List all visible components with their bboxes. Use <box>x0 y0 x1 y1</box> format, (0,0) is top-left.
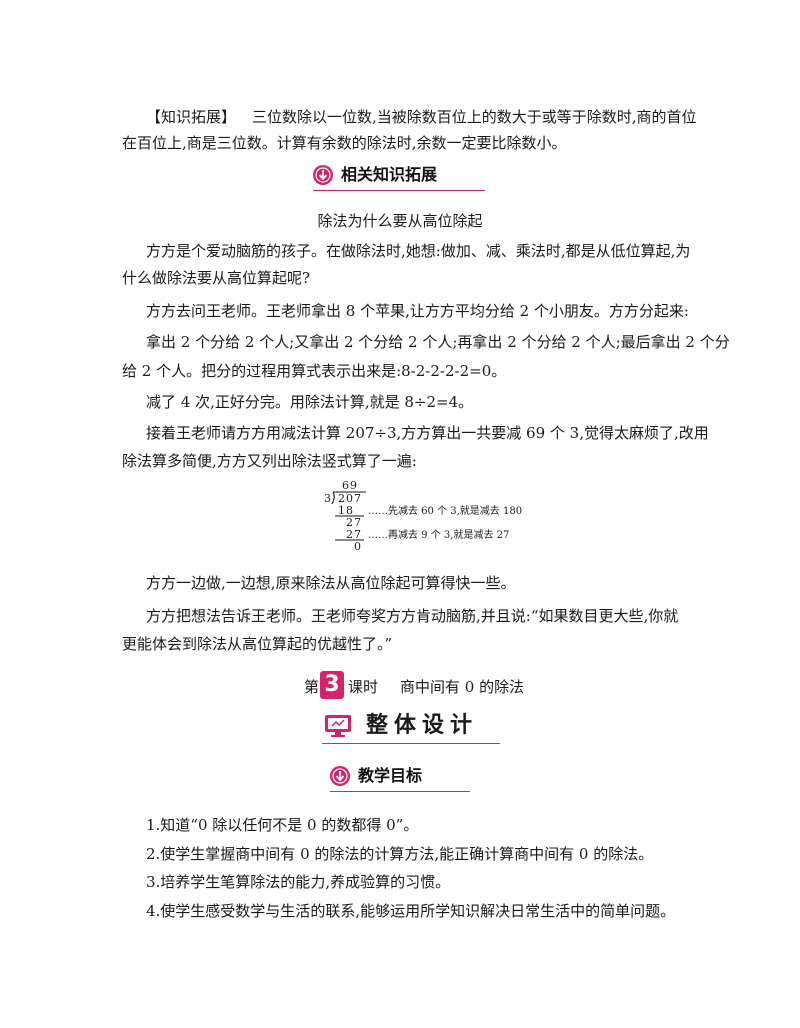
overall-design-heading: 整体设计 <box>322 710 500 744</box>
monitor-icon <box>325 715 351 737</box>
story-p6: 方方一边做,一边想,原来除法从高位除起可算得快一些。 <box>146 574 516 592</box>
goal-item-4: 4.使学生感受数学与生活的联系,能够运用所学知识解决日常生活中的简单问题。 <box>146 902 676 920</box>
long-division: 69 3 207 18 ……先减去 60 个 3,就是减去 180 27 27 … <box>322 479 522 555</box>
goal-item-3: 3.培养学生笔算除法的能力,养成验算的习惯。 <box>146 873 451 891</box>
section-underline <box>330 791 470 792</box>
story-p7-line-1: 方方把想法告诉王老师。王老师夸奖方方肯动脑筋,并且说:“如果数目更大些,你就 <box>146 607 679 625</box>
section-teaching-goals: 教学目标 <box>330 764 470 792</box>
overall-design-title: 整体设计 <box>366 713 479 738</box>
knowledge-extension-line-2: 在百位上,商是三位数。计算有余数的除法时,余数一定要比除数小。 <box>122 134 567 152</box>
story-p4: 减了 4 次,正好分完。用除法计算,就是 8÷2=4。 <box>146 393 474 411</box>
lesson-suffix: 课时 <box>348 678 379 696</box>
overall-design-underline <box>322 743 500 744</box>
lesson-prefix: 第 <box>304 678 320 696</box>
knowledge-extension-line-1: 【知识拓展】三位数除以一位数,当被除数百位上的数大于或等于除数时,商的首位 <box>146 107 697 127</box>
down-arrow-circle-icon <box>330 766 350 786</box>
story-p7-line-2: 更能体会到除法从高位算起的优越性了。” <box>122 635 393 653</box>
division-final: 0 <box>354 540 361 553</box>
story-title: 除法为什么要从高位除起 <box>317 212 483 230</box>
division-bracket-lines <box>331 491 366 541</box>
lesson-title: 商中间有 0 的除法 <box>400 678 525 696</box>
section-goals-title: 教学目标 <box>358 766 423 785</box>
lesson-number-badge: 3 <box>320 671 344 699</box>
story-p1-line-1: 方方是个爱动脑筋的孩子。在做除法时,她想:做加、减、乘法时,都是从低位算起,为 <box>146 242 691 260</box>
section-underline <box>313 190 485 191</box>
down-arrow-circle-icon <box>313 165 333 185</box>
division-step-1: 18 <box>338 504 354 517</box>
section-related-title: 相关知识拓展 <box>341 165 438 184</box>
division-remainder-1: 27 <box>346 516 362 529</box>
goal-item-1: 1.知道“0 除以任何不是 0 的数都得 0”。 <box>146 816 419 834</box>
division-dividend: 207 <box>338 492 362 505</box>
division-divisor: 3 <box>324 492 331 505</box>
story-p2: 方方去问王老师。王老师拿出 8 个苹果,让方方平均分给 2 个小朋友。方方分起来… <box>146 302 689 320</box>
story-p1-line-2: 什么做除法要从高位算起呢? <box>122 269 311 287</box>
story-p3-line-2: 给 2 个人。把分的过程用算式表示出来是:8-2-2-2-2=0。 <box>122 362 507 380</box>
goal-item-2: 2.使学生掌握商中间有 0 的除法的计算方法,能正确计算商中间有 0 的除法。 <box>146 845 654 863</box>
section-related-knowledge: 相关知识拓展 <box>313 163 485 191</box>
division-step-2: 27 <box>346 528 362 541</box>
knowledge-extension-text-1: 三位数除以一位数,当被除数百位上的数大于或等于除数时,商的首位 <box>252 108 697 126</box>
division-note-1: ……先减去 60 个 3,就是减去 180 <box>368 506 523 517</box>
knowledge-extension-label: 【知识拓展】 <box>146 108 237 126</box>
division-quotient: 69 <box>342 479 358 492</box>
story-p5-line-1: 接着王老师请方方用减法计算 207÷3,方方算出一共要减 69 个 3,觉得太麻… <box>146 424 709 442</box>
story-p5-line-2: 除法算多简便,方方又列出除法竖式算了一遍: <box>122 452 417 470</box>
division-note-2: ……再减去 9 个 3,就是减去 27 <box>368 530 510 541</box>
story-p3-line-1: 拿出 2 个分给 2 个人;又拿出 2 个分给 2 个人;再拿出 2 个分给 2… <box>146 333 730 351</box>
